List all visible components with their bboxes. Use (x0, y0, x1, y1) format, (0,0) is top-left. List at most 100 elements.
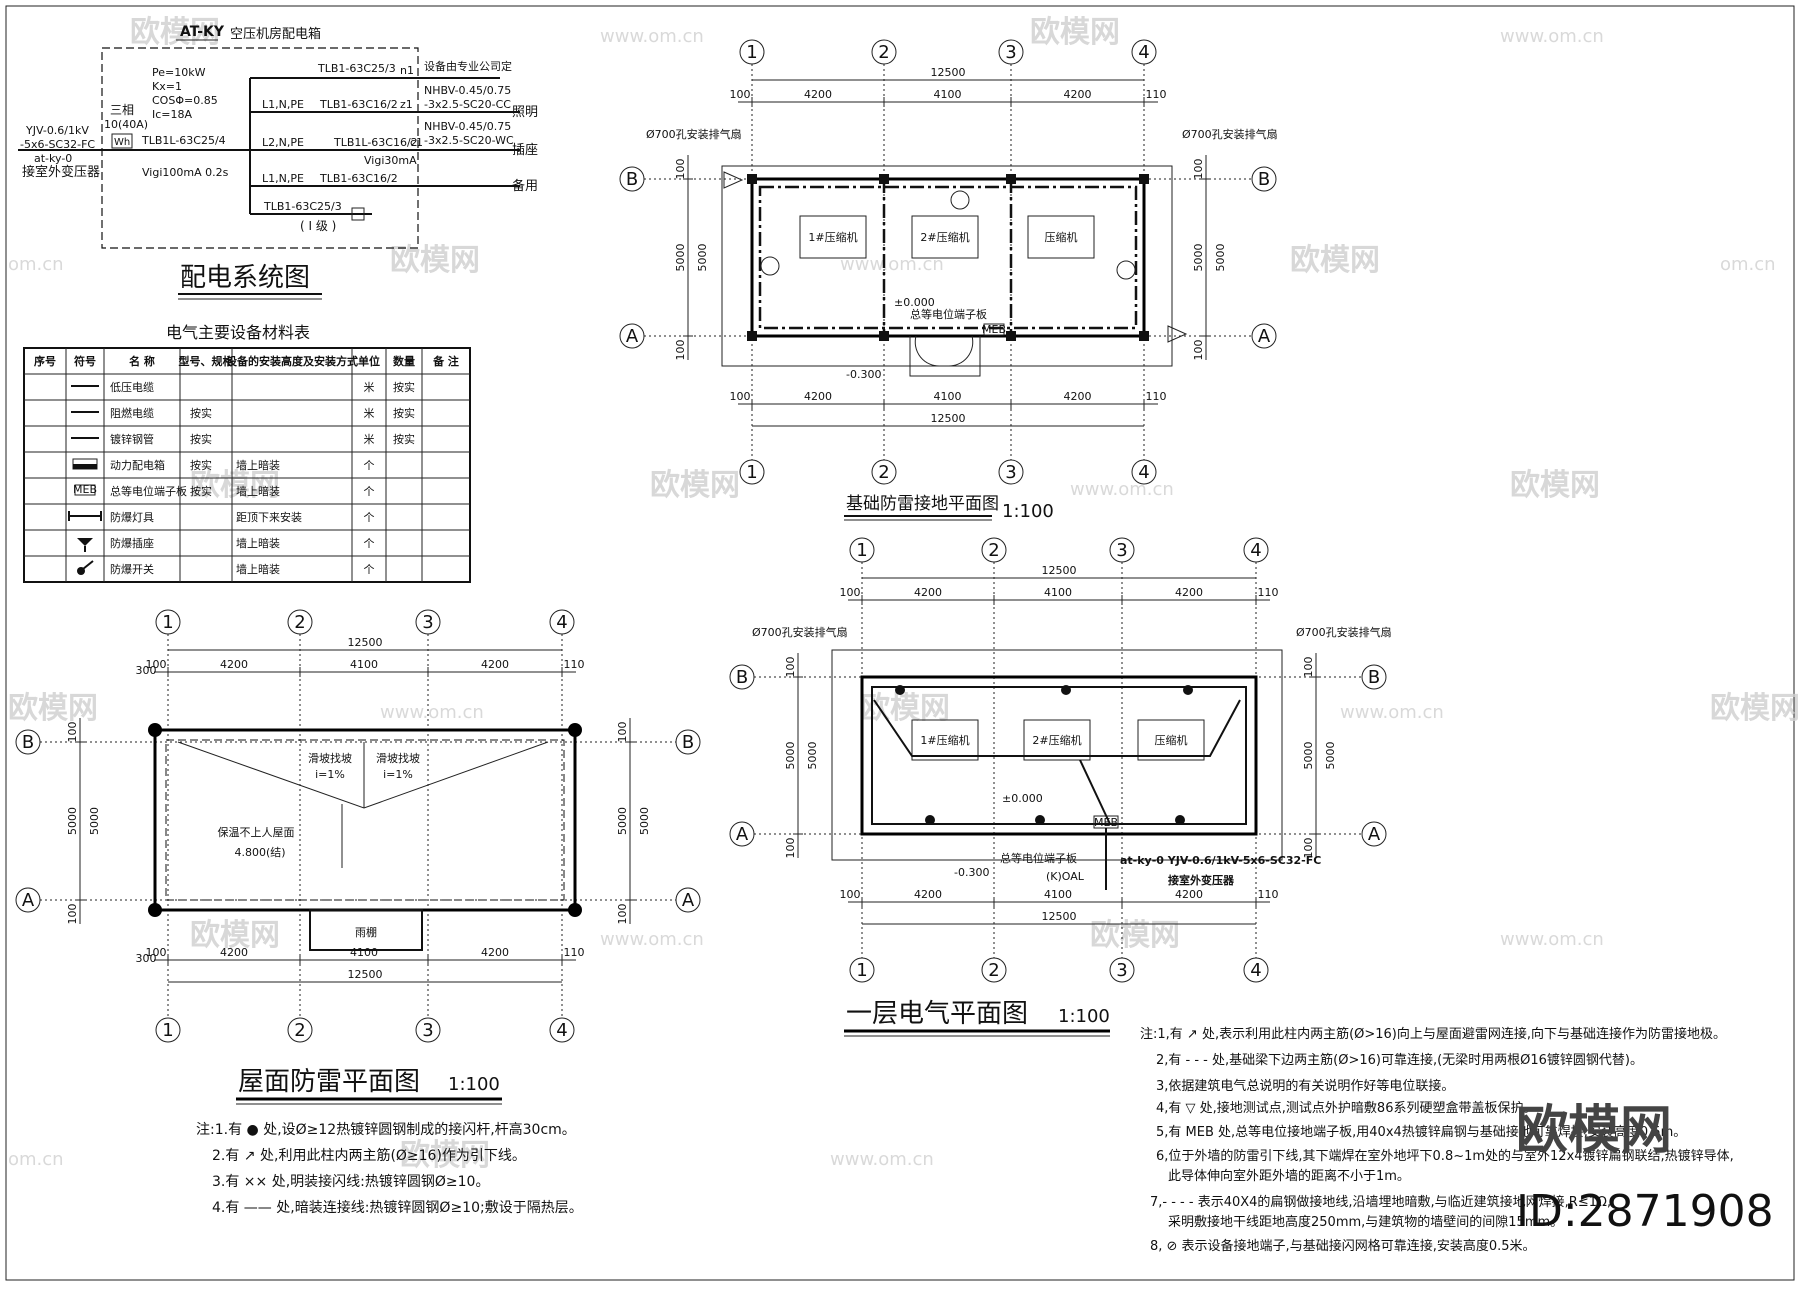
grid-bubble (1361, 664, 1387, 690)
table-cell-unit: 个 (364, 459, 375, 472)
watermark-brand: 欧模网 (1290, 243, 1380, 278)
grid-bubble (1109, 957, 1135, 983)
inner-wall (871, 686, 1247, 825)
foundation-title: 基础防雷接地平面图 (846, 494, 999, 514)
compressor-box (799, 215, 867, 259)
dim-edge: 100 (840, 586, 861, 599)
grid-label: 4 (1250, 540, 1261, 561)
watermark-brand: 欧模网 (1710, 691, 1800, 726)
floor1-title-block: 一层电气平面图 1:100 (844, 999, 1110, 1037)
circuit-c1: L2,N,PE TLB1L-63C16/2 c1 NHBV-0.45/0.75 … (250, 120, 538, 167)
symbol-panel-fill (73, 464, 97, 469)
compressor-label: 1#压缩机 (920, 733, 969, 747)
panel-boundary (101, 47, 419, 249)
compressor-box (1137, 719, 1205, 761)
table-header: 单位 (358, 354, 380, 368)
watermark-url: www.om.cn (1340, 702, 1444, 723)
watermark-brand: 欧模网 (860, 691, 950, 726)
grid-bubble (287, 609, 313, 635)
dim-depth: 5000 (638, 807, 651, 835)
canopy-label: 雨棚 (355, 925, 377, 939)
dim-depth: 5000 (1324, 742, 1337, 770)
grid-bubble (998, 39, 1024, 65)
breaker: TLB1-63C16/2 (319, 172, 398, 185)
table-cell-unit: 个 (364, 563, 375, 576)
foundation-title-block: 基础防雷接地平面图 1:100 (844, 494, 1054, 522)
circuit-z1: L1,N,PE TLB1-63C16/2 z1 NHBV-0.45/0.75 -… (250, 84, 538, 120)
grid-bubble (1109, 537, 1135, 563)
watermarks: 欧模网 www.om.cn 欧模网 www.om.cn om.cn 欧模网 ww… (8, 15, 1800, 1173)
fan-note: Ø700孔安装排气扇 (1296, 625, 1392, 639)
test-point-icon (1167, 325, 1188, 343)
dim-total: 12500 (1042, 910, 1077, 923)
table-cell-spec: 按实 (190, 458, 212, 472)
column (1139, 174, 1149, 184)
param-pe: Pe=10kW (152, 66, 206, 79)
grid-label: 1 (162, 612, 173, 633)
fan-note: Ø700孔安装排气扇 (646, 127, 742, 141)
table-cell-name: 防爆灯具 (110, 510, 154, 524)
general-notes: 注:1,有 ↗ 处,表示利用此柱内两主筋(Ø>16)向上与屋面避雷网连接,向下与… (1140, 1026, 1734, 1254)
dim-depth: 5000 (88, 807, 101, 835)
compressor-label: 压缩机 (1045, 230, 1078, 244)
dim-edge: 100 (730, 390, 751, 403)
offset-dim: 300 (136, 664, 157, 677)
circuit-use: 备用 (512, 178, 538, 194)
dim-edge: 100 (616, 722, 629, 743)
dim-bay: 4200 (481, 946, 509, 959)
door-swing (947, 335, 974, 367)
grid-label: B (736, 667, 748, 688)
dim-bay: 4200 (804, 390, 832, 403)
grid-label: 2 (294, 1020, 305, 1041)
dim-total: 12500 (348, 636, 383, 649)
note-7: 7,- - - - 表示40X4的扁钢做接地线,沿墙埋地暗敷,与临近建筑接地网焊… (1150, 1194, 1611, 1210)
drawing-id: ID:2871908 (1516, 1186, 1774, 1237)
level-mark: ±0.000 (1002, 792, 1043, 805)
incoming-cable-label: at-ky-0 YJV-0.6/1kV-5x6-SC32-FC (1120, 854, 1321, 867)
dim-edge: 100 (146, 658, 167, 671)
grid-bubble (1251, 323, 1277, 349)
compressor-label: 2#压缩机 (1032, 733, 1081, 747)
circuit-vigi: Vigi30mA (364, 154, 417, 167)
wall-outline (750, 177, 1146, 338)
circuit-cable: NHBV-0.45/0.75 (424, 84, 511, 97)
dim-edge: 100 (840, 888, 861, 901)
dim-depth: 5000 (1214, 244, 1227, 272)
ground-ring (758, 185, 1138, 330)
grid-label: 1 (856, 960, 867, 981)
grid-label: B (1258, 169, 1270, 190)
symbol-meb-text: MEB (73, 483, 97, 496)
param-ic: Ic=18A (152, 108, 193, 121)
watermark-url: www.om.cn (380, 702, 484, 723)
table-header: 数量 (393, 354, 415, 368)
dim-depth: 5000 (1302, 742, 1315, 770)
table-cell-name: 低压电缆 (110, 381, 154, 394)
roof-note-4: 4.有 —— 处,暗装连接线:热镀锌圆钢Ø≥10;敷设于隔热层。 (212, 1199, 583, 1216)
grid-label: B (1368, 667, 1380, 688)
table-cell-name: 防爆插座 (110, 536, 154, 550)
system-diagram-title: 配电系统图 (180, 263, 310, 293)
footing-outline (721, 165, 1173, 367)
incoming-from: 接室外变压器 (22, 164, 100, 180)
dim-depth: 5000 (616, 807, 629, 835)
sheet-border (5, 5, 1795, 1281)
brand-big: 欧模网 (1516, 1101, 1672, 1161)
offset-dim: 300 (136, 952, 157, 965)
dim-bay: 4200 (220, 946, 248, 959)
dim-edge: 100 (784, 838, 797, 859)
table-cell-install: 墙上暗装 (236, 536, 280, 550)
circuit-n1: TLB1-63C25/3 n1 设备由专业公司定 (250, 59, 512, 79)
meb-text: MEB (982, 323, 1006, 336)
dim-edge: 100 (784, 657, 797, 678)
grid-bubble (549, 1017, 575, 1043)
dim-edge: 100 (66, 722, 79, 743)
watermark-brand: 欧模网 (190, 468, 280, 503)
compressor-label: 压缩机 (1155, 733, 1188, 747)
note-6: 6,位于外墙的防雷引下线,其下端焊在室外地坪下0.8~1m处的与室外12x4镀锌… (1156, 1148, 1734, 1164)
watermark-url: om.cn (1720, 254, 1776, 275)
watermark-url: www.om.cn (1500, 929, 1604, 950)
grid-bubble (739, 459, 765, 485)
meb-board-label: 总等电位端子板 (1000, 851, 1077, 865)
dim-bay: 4200 (481, 658, 509, 671)
